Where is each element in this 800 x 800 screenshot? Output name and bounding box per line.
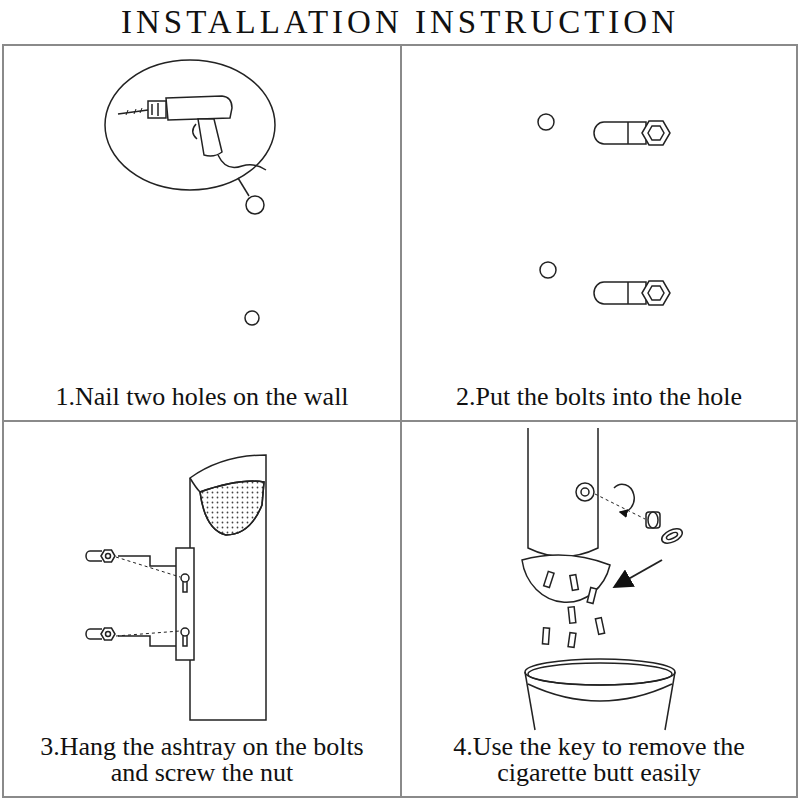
emptying-illustration-part <box>614 484 634 512</box>
ashtray-hanging-illustration-part <box>118 636 176 646</box>
bolt-illustration-part <box>648 286 664 300</box>
ashtray-hanging-illustration-part <box>181 574 189 582</box>
step-caption: 4.Use the key to remove the cigarette bu… <box>424 734 774 786</box>
step-caption: 3.Hang the ashtray on the bolts and scre… <box>27 734 377 786</box>
drill-illustration-part <box>245 311 259 325</box>
emptying-illustration-part <box>522 555 610 602</box>
ashtray-hanging-illustration-part <box>183 635 187 646</box>
ashtray-hanging-illustration-part <box>118 556 176 566</box>
bolt-illustration-part <box>627 282 629 304</box>
bolt-illustration <box>538 114 670 305</box>
ashtray-hanging-illustration-part <box>116 557 180 577</box>
emptying-illustration-part <box>544 571 554 587</box>
emptying-illustration-part <box>576 483 594 501</box>
emptying-illustration-part <box>665 672 675 730</box>
emptying-illustration-part <box>568 633 576 648</box>
drill-illustration-part <box>126 108 142 115</box>
emptying-illustration-part <box>525 672 535 730</box>
drill-illustration-part <box>218 155 266 170</box>
emptying-illustration <box>522 428 685 730</box>
bolt-illustration-part <box>538 114 554 130</box>
emptying-illustration-part <box>648 512 658 528</box>
emptying-illustration-part <box>542 628 549 644</box>
emptying-illustration-part <box>525 659 675 685</box>
ashtray-hanging-illustration-part <box>181 628 189 636</box>
emptying-illustration-part <box>528 684 672 701</box>
drill-illustration-part <box>118 110 148 114</box>
bolt-illustration-part <box>540 262 556 278</box>
ashtray-hanging-illustration-part <box>200 481 264 535</box>
bolt-illustration-part <box>594 122 646 144</box>
drill-illustration-part <box>193 124 197 139</box>
ashtray-hanging-illustration-part <box>176 548 194 660</box>
ashtray-hanging-illustration-part <box>86 551 102 561</box>
emptying-illustration-part <box>581 488 589 496</box>
emptying-illustration-part <box>528 663 672 685</box>
ashtray-hanging-illustration-part <box>183 581 187 592</box>
step-panel: 4.Use the key to remove the cigarette bu… <box>400 420 798 798</box>
ashtray-hanging-illustration-part <box>106 554 111 559</box>
step-caption: 2.Put the bolts into the hole <box>424 384 774 410</box>
ashtray-hanging-illustration-part <box>86 629 102 639</box>
emptying-illustration-part <box>595 618 604 635</box>
emptying-illustration-part <box>616 560 662 586</box>
emptying-illustration-part <box>587 587 596 603</box>
drill-illustration-part <box>157 103 159 116</box>
ashtray-hanging-illustration <box>86 455 266 720</box>
bolt-illustration-part <box>642 121 670 145</box>
ashtray-hanging-illustration-part <box>190 478 200 492</box>
emptying-illustration-part <box>659 526 684 546</box>
ashtray-hanging-illustration-part <box>116 631 180 636</box>
bolt-illustration-part <box>627 122 629 144</box>
drill-illustration-part <box>148 101 166 118</box>
ashtray-hanging-illustration-part <box>101 628 115 640</box>
drill-illustration-part <box>105 60 275 190</box>
bolt-illustration-part <box>642 281 670 305</box>
bolt-illustration-part <box>648 126 664 140</box>
drill-illustration-part <box>198 119 222 156</box>
drill-illustration-part <box>246 196 264 214</box>
drill-illustration <box>105 60 275 325</box>
step-panel: 3.Hang the ashtray on the bolts and scre… <box>2 420 402 798</box>
emptying-illustration-part <box>568 607 576 624</box>
sheet-title: INSTALLATION INSTRUCTION <box>0 0 800 44</box>
ashtray-hanging-illustration-part <box>190 455 266 720</box>
step-panel: 2.Put the bolts into the hole <box>400 44 798 422</box>
drill-illustration-part <box>166 96 232 120</box>
drill-illustration-part <box>151 104 153 115</box>
ashtray-hanging-illustration-part <box>101 550 115 562</box>
emptying-illustration-part <box>528 428 598 557</box>
step-caption: 1.Nail two holes on the wall <box>27 384 377 410</box>
ashtray-hanging-illustration-part <box>106 632 111 637</box>
emptying-illustration-part <box>646 512 660 528</box>
bolt-illustration-part <box>594 282 646 304</box>
drill-illustration-part <box>238 178 249 196</box>
emptying-illustration-part <box>666 531 679 541</box>
step-panel: 1.Nail two holes on the wall <box>2 44 402 422</box>
emptying-illustration-part <box>595 494 645 519</box>
ashtray-hanging-illustration-part <box>200 481 264 535</box>
emptying-illustration-part <box>570 575 579 591</box>
